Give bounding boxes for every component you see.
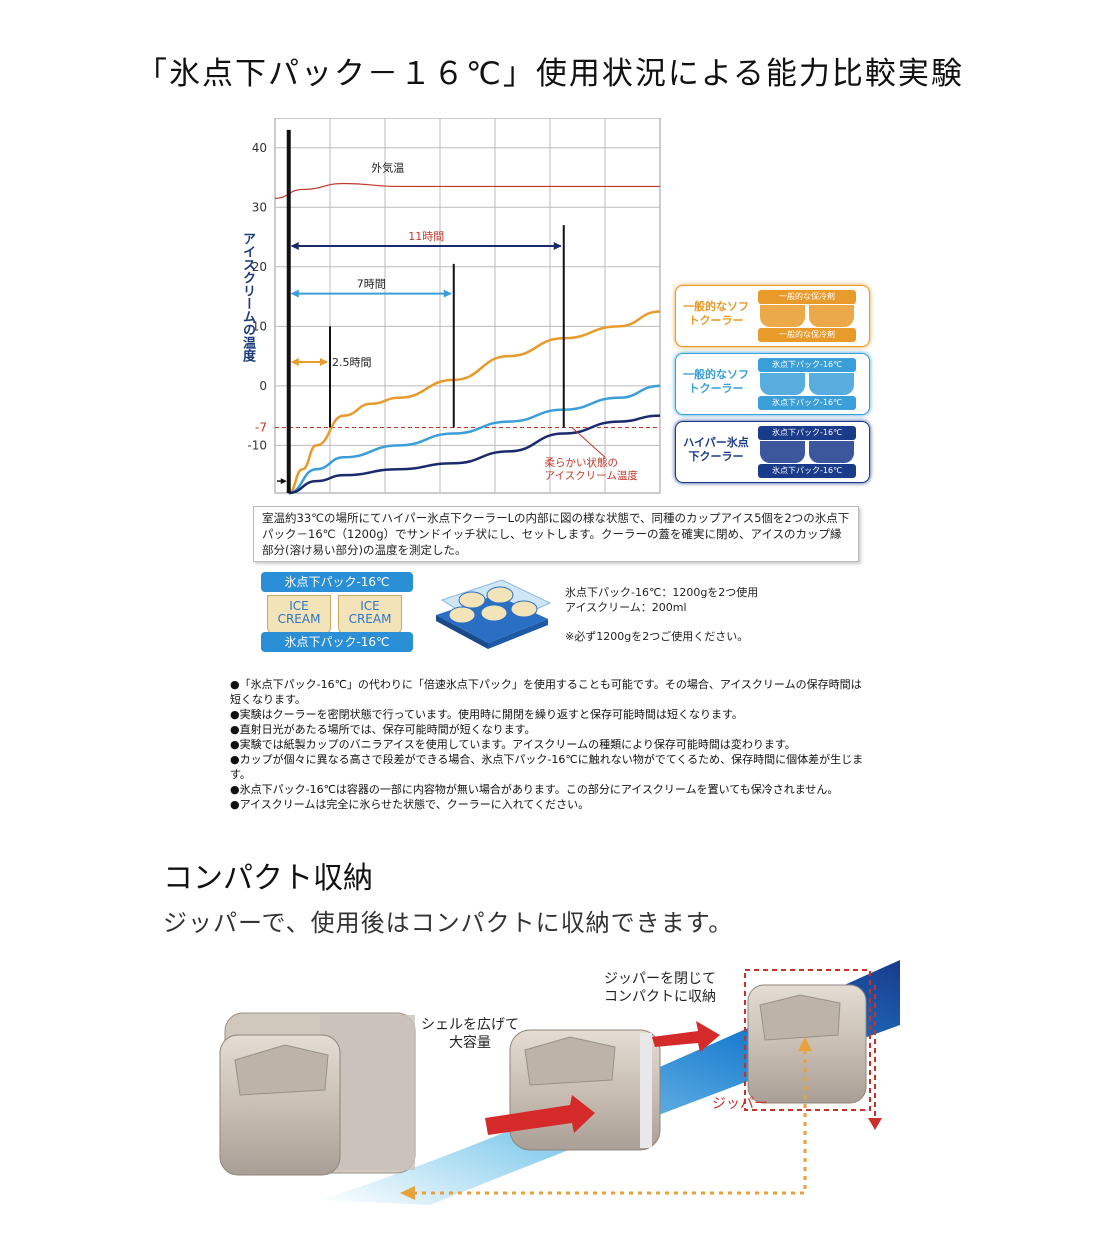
stacked-cups-illustration [436,579,552,649]
spec-icecream: アイスクリーム：200ml [565,601,687,614]
arrow-head-icon [290,289,299,298]
legend-label: 一般的なソフトクーラー [683,368,749,396]
legend-cup [809,441,854,463]
label-zipper: ジッパー [712,1096,768,1112]
chart-series [274,182,661,495]
arrow-head-icon [290,358,299,367]
pack-top-label: 氷点下パック-16℃ [261,572,413,592]
arrow-head-icon [553,241,562,250]
legend-pack-bar: 氷点下パック-16℃ [758,396,856,410]
close-arrow-icon [652,1021,720,1052]
y-tick-label: 30 [252,200,267,214]
cooler-compact [744,969,871,1111]
legend-cup [809,305,854,327]
notes-list: ●「氷点下パック-16℃」の代わりに「倍速氷点下パック」を使用することも可能です… [230,677,870,812]
chart-grid [274,118,661,494]
left-arrow-icon [400,1186,415,1200]
ice-cream-cup: ICE CREAM [338,595,402,635]
arrow-head-icon [280,478,287,485]
section-subtitle: ジッパーで、使用後はコンパクトに収納できます。 [163,909,734,937]
legend-pack-bar: 氷点下パック-16℃ [758,464,856,478]
up-arrow-icon [798,1037,812,1051]
plot-area [274,118,661,494]
legend-card: ハイパー氷点下クーラー氷点下パック-16℃ 氷点下パック-16℃ [675,421,870,483]
duration-label: 7時間 [357,278,386,291]
spec-note: ※必ず1200gを2つご使用ください。 [565,630,749,643]
legend-card: 一般的なソフトクーラー一般的な保冷剤一般的な保冷剤 [675,285,870,347]
pack-bottom-label: 氷点下パック-16℃ [261,632,413,652]
y-tick-label: 10 [252,319,267,333]
note-item: ●カップが個々に異なる高さで段差ができる場合、氷点下パック-16℃に触れない物が… [230,753,864,781]
legend-pack-bar: 氷点下パック-16℃ [758,358,856,372]
outside-temp-label: 外気温 [371,161,404,175]
legend-pack-bar: 氷点下パック-16℃ [758,426,856,440]
label-expand: シェルを広げて 大容量 [421,1017,519,1052]
series-line-3 [288,414,661,495]
legend-pack-bar: 一般的な保冷剤 [758,290,856,304]
label-close: ジッパーを閉じて コンパクトに収納 [604,971,716,1006]
note-item: ●氷点下パック-16℃は容器の一部に内容物が無い場合があります。この部分にアイス… [230,783,839,796]
section-title: コンパクト収納 [163,861,373,896]
note-item: ●「氷点下パック-16℃」の代わりに「倍速氷点下パック」を使用することも可能です… [230,678,862,706]
legend-card: 一般的なソフトクーラー氷点下パック-16℃ 氷点下パック-16℃ [675,353,870,415]
return-arrow [415,1050,807,1195]
y-tick-label: 40 [252,141,267,155]
arrow-head-icon [443,289,452,298]
y-axis-label: アイスクリームの温度 [240,232,255,362]
legend-label: ハイパー氷点下クーラー [683,436,749,464]
page-title: 「氷点下パック－１６℃」使用状況による能力比較実験 [136,56,964,92]
spec-pack: 氷点下パック-16℃：1200gを2つ使用 [565,586,759,599]
legend-cup [760,305,805,327]
experiment-description: 室温約33℃の場所にてハイパー氷点下クーラーLの内部に図の様な状態で、同種のカッ… [253,506,859,562]
note-item: ●実験では紙製カップのバニラアイスを使用しています。アイスクリームの種類により保… [230,738,796,751]
legend-cup [760,441,805,463]
note-item: ●実験はクーラーを密閉状態で行っています。使用時に開閉を繰り返すと保存可能時間は… [230,708,743,721]
y-tick-label: -10 [247,438,267,452]
duration-label: 11時間 [408,230,444,243]
series-line-1 [288,310,661,495]
arrow-head-icon [320,358,328,367]
soft-temp-label: 柔らかい状態のアイスクリーム温度 [545,456,639,482]
legend-cup [760,373,805,395]
note-item: ●アイスクリームは完全に氷らせた状態で、クーラーに入れてください。 [230,798,590,811]
down-arrow-icon [868,1118,882,1130]
legend-pack-bar: 一般的な保冷剤 [758,328,856,342]
leader-line [571,427,606,458]
expand-arrow-icon [485,1095,595,1135]
series-line-0 [274,182,660,199]
legend-cup [809,373,854,395]
y-tick-label: -7 [255,421,267,435]
cooler-expanded [219,1012,416,1176]
arrow-head-icon [290,241,299,250]
y-tick-label: 0 [259,379,267,393]
y-tick-label: 20 [252,260,267,274]
duration-label: 2.5時間 [332,356,372,369]
ice-cream-cup: ICE CREAM [267,595,331,635]
note-item: ●直射日光があたる場所では、保存可能時間が短くなります。 [230,723,536,736]
blue-swoosh [320,960,900,1205]
legend-label: 一般的なソフトクーラー [683,300,749,328]
compact-storage-illustration [219,960,900,1205]
series-line-2 [288,384,661,495]
